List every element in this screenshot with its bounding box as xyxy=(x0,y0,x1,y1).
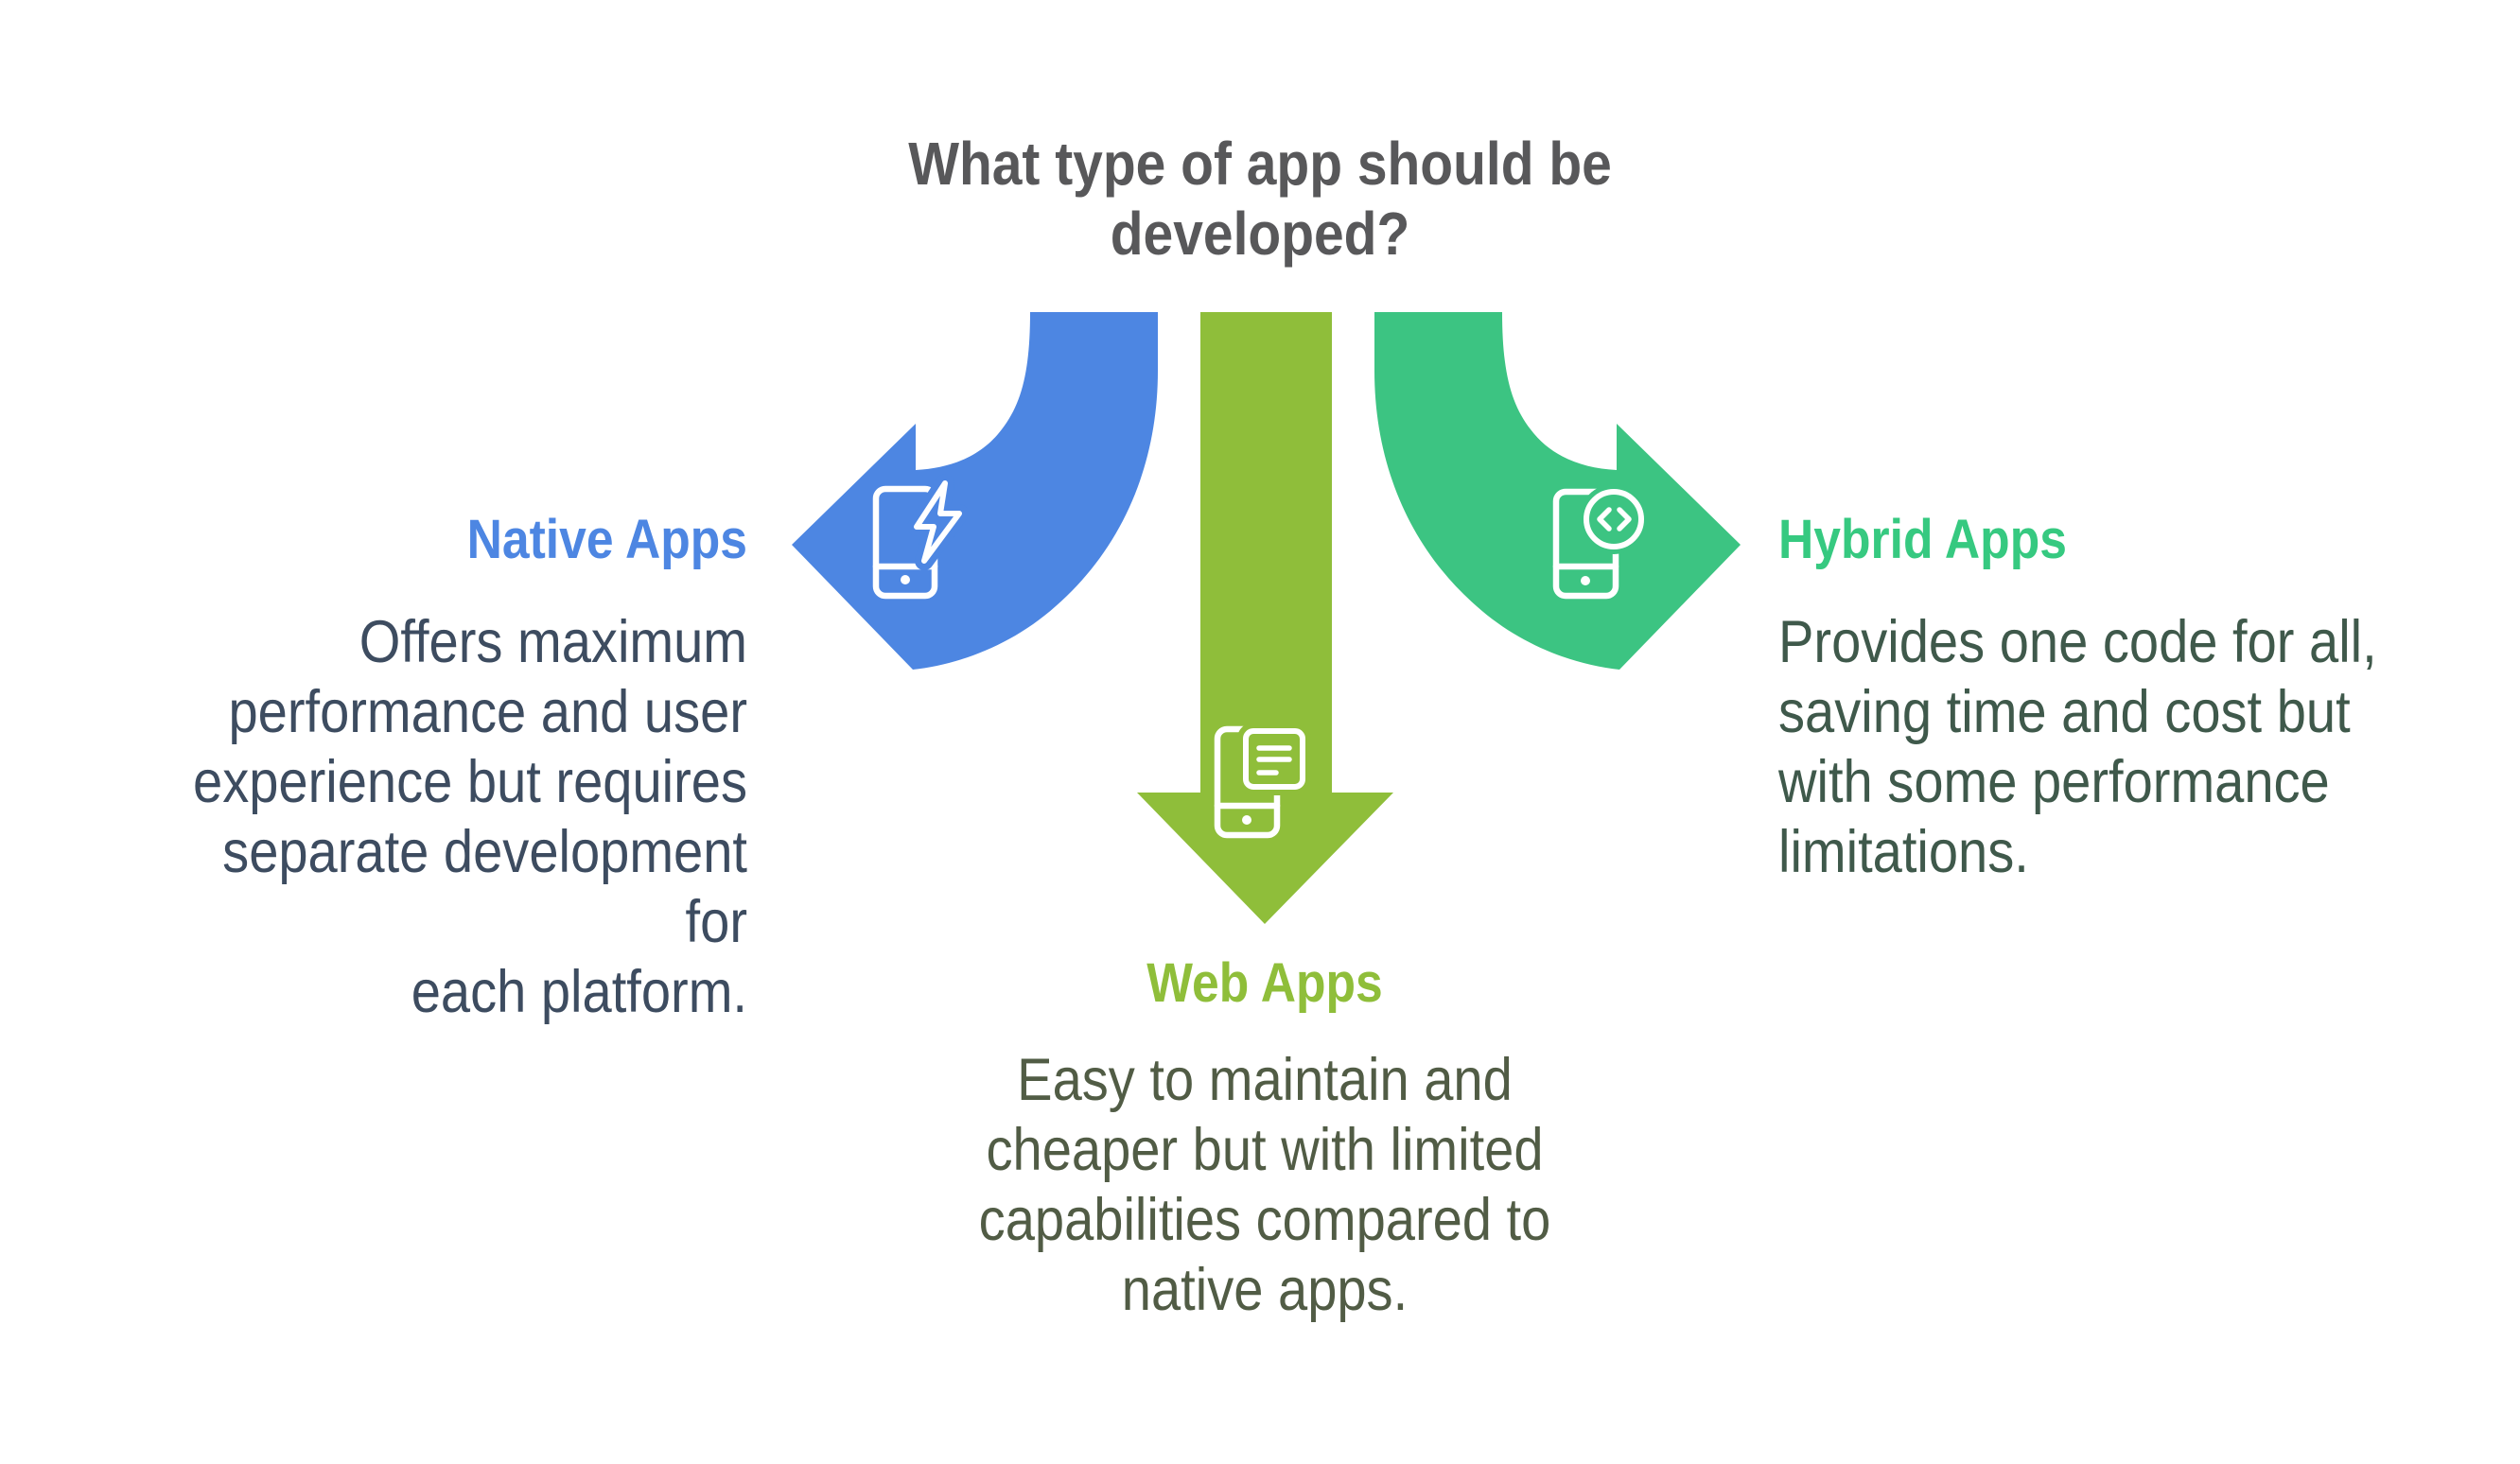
hybrid-apps-heading: Hybrid Apps xyxy=(1778,509,2067,570)
code-brackets xyxy=(1597,507,1632,532)
page-title: What type of app should be developed? xyxy=(908,130,1612,268)
phone-code-icon xyxy=(1552,484,1649,600)
web-apps-description: Easy to maintain and cheaper but with li… xyxy=(978,1047,1551,1323)
web-apps-heading: Web Apps xyxy=(1146,952,1383,1014)
hybrid-apps-description: Provides one code for all, saving time a… xyxy=(1778,609,2377,885)
hybrid-apps-arrow xyxy=(1374,312,1741,670)
lightning-bolt xyxy=(914,480,962,564)
phone-lightning-icon xyxy=(872,474,969,600)
native-apps-description: Offers maximum performance and user expe… xyxy=(193,609,747,1025)
code-circle xyxy=(1584,489,1644,549)
web-apps-arrow xyxy=(1137,312,1393,924)
phone-webpage-icon xyxy=(1214,723,1311,839)
native-apps-arrow xyxy=(792,312,1158,670)
native-apps-heading: Native Apps xyxy=(466,509,747,570)
webpage-text-lines xyxy=(1256,745,1292,776)
